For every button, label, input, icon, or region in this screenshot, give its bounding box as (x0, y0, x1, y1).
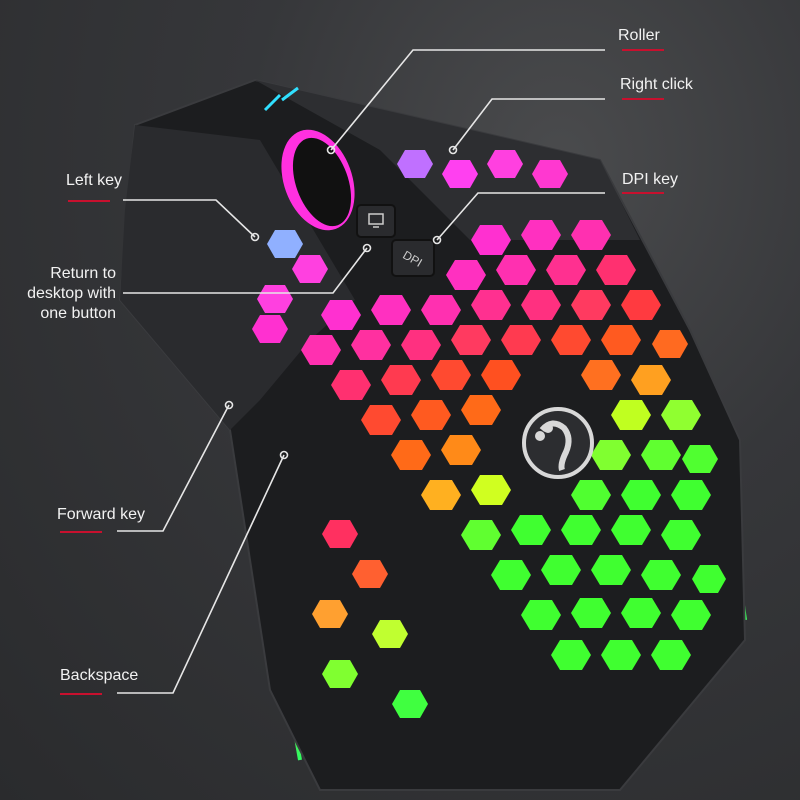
dpi-button: DPI (391, 239, 435, 277)
backspace-underline (60, 693, 102, 695)
leader-lines (117, 49, 605, 694)
scorpion-logo-icon (522, 407, 594, 479)
roller-leader-line (330, 49, 605, 151)
left-key-underline (68, 200, 110, 202)
forward-key-leader-line (117, 404, 230, 532)
label-roller: Roller (618, 27, 660, 44)
return-desktop-leader-line (123, 247, 368, 294)
right-button (255, 80, 640, 240)
honeycomb-lights (252, 150, 726, 718)
label-left-key: Left key (66, 172, 123, 189)
backspace-leader-line (117, 454, 285, 694)
forward-key-underline (60, 531, 102, 533)
label-backspace: Backspace (60, 667, 139, 684)
left-key-leader-line (123, 199, 256, 238)
label-forward-key: Forward key (57, 506, 146, 523)
dpi-key-underline (622, 192, 664, 194)
roller-underline (622, 49, 664, 51)
leader-dots (224, 145, 458, 460)
label-right-click: Right click (620, 76, 693, 93)
dpi-leader-line (436, 192, 605, 241)
scroll-wheel (263, 86, 355, 231)
label-return-desktop: Return to desktop with one button (27, 265, 116, 322)
label-dpi-key: DPI key (622, 171, 679, 188)
right-click-leader-line (452, 98, 605, 151)
monitor-icon (368, 213, 384, 225)
right-click-underline (622, 98, 664, 100)
desktop-button (356, 204, 396, 238)
